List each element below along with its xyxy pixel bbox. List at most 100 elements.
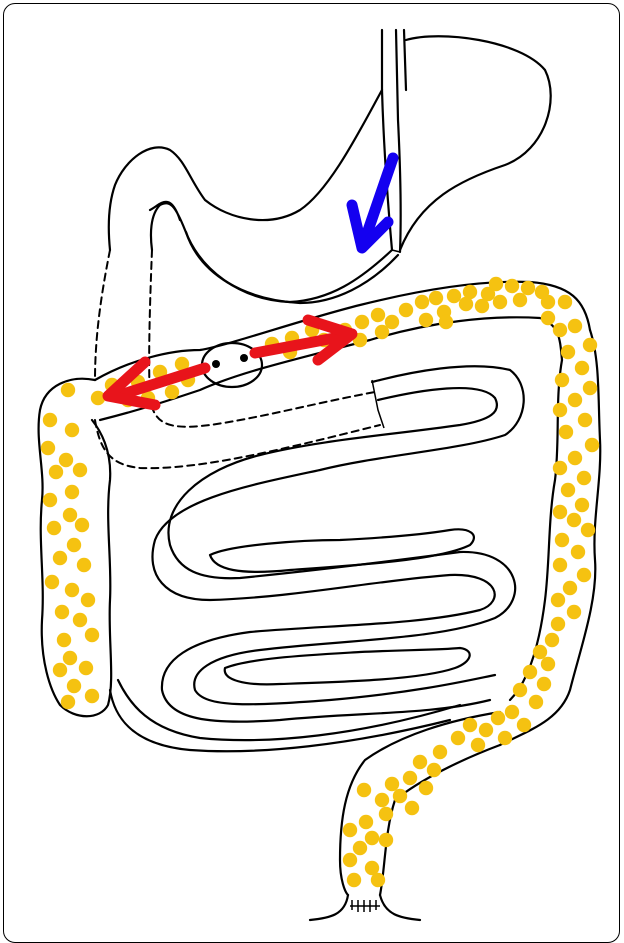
contents-dot [568,451,582,465]
contents-dot [529,695,543,709]
contents-dot [517,718,531,732]
stomach [150,36,551,302]
contents-dot [65,485,79,499]
contents-dot [568,319,582,333]
contents-dot [581,523,595,537]
contents-dot [63,508,77,522]
blue-down-arrow-icon [352,158,393,248]
contents-dot [558,295,572,309]
contents-dot [553,461,567,475]
contents-dot [541,657,555,671]
contents-dot [513,683,527,697]
contents-dot [403,771,417,785]
contents-dot [563,581,577,595]
contents-dot [571,545,585,559]
contents-dot [491,711,505,725]
contents-dot [375,793,389,807]
contents-dot [43,413,57,427]
contents-dot [505,279,519,293]
contents-dot [365,831,379,845]
contents-dot [561,345,575,359]
contents-dot [553,505,567,519]
contents-dot [575,361,589,375]
contents-dot [379,833,393,847]
contents-dot [55,605,69,619]
contents-dot [73,463,87,477]
contents-dot [343,853,357,867]
contents-dot [578,413,592,427]
contents-dot [61,383,75,397]
contents-dot [567,513,581,527]
contents-dot [419,781,433,795]
contents-dot [65,423,79,437]
contents-dot [498,731,512,745]
contents-dot [67,679,81,693]
contents-dot [585,438,599,452]
contents-dot [583,381,597,395]
contents-dot [355,315,369,329]
contents-dot [551,593,565,607]
contents-dot [551,617,565,631]
contents-dot [447,289,461,303]
contents-dot [537,677,551,691]
contents-dot [353,841,367,855]
contents-dot [523,665,537,679]
contents-dot [61,695,75,709]
contents-dot [545,633,559,647]
contents-dot [555,373,569,387]
contents-dot [357,783,371,797]
contents-dot [359,815,373,829]
contents-dot [533,645,547,659]
contents-dot [433,745,447,759]
stomach-upper-wall [109,90,382,250]
contents-dot [59,453,73,467]
contents-dot [415,295,429,309]
contents-dot [541,295,555,309]
contents-dot [459,297,473,311]
contents-dot [568,393,582,407]
contents-dot [371,873,385,887]
contents-dot [79,661,93,675]
contents-dot [85,689,99,703]
contents-dot [471,738,485,752]
contents-dot [399,303,413,317]
contents-dot [393,789,407,803]
contents-dot [463,718,477,732]
contents-dot [347,873,361,887]
contents-dot [385,315,399,329]
contents-dot [583,338,597,352]
contents-dot [489,277,503,291]
contents-dot [439,315,453,329]
small-intestine [110,366,524,751]
contents-dot [343,823,357,837]
contents-dot [73,613,87,627]
contents-dot [49,465,63,479]
contents-dot [541,311,555,325]
contents-dot [63,651,77,665]
contents-dot [67,538,81,552]
contents-dot [561,483,575,497]
contents-dot [555,533,569,547]
contents-dot [575,498,589,512]
contents-dot [75,518,89,532]
duodenum-dashed [95,250,380,468]
contents-dot [451,731,465,745]
contents-dot [85,628,99,642]
contents-dot [57,633,71,647]
contents-dot [53,551,67,565]
contents-dot [41,441,55,455]
contents-dot [65,583,79,597]
contents-dot [427,763,441,777]
contents-dot [77,558,91,572]
contents-dot [521,281,535,295]
contents-dot [379,807,393,821]
contents-dot [165,385,179,399]
contents-dot [479,723,493,737]
contents-dot [567,605,581,619]
contents-dot [553,323,567,337]
contents-dot [493,295,507,309]
contents-dot [371,308,385,322]
contents-dot [577,568,591,582]
contents-dot [505,705,519,719]
